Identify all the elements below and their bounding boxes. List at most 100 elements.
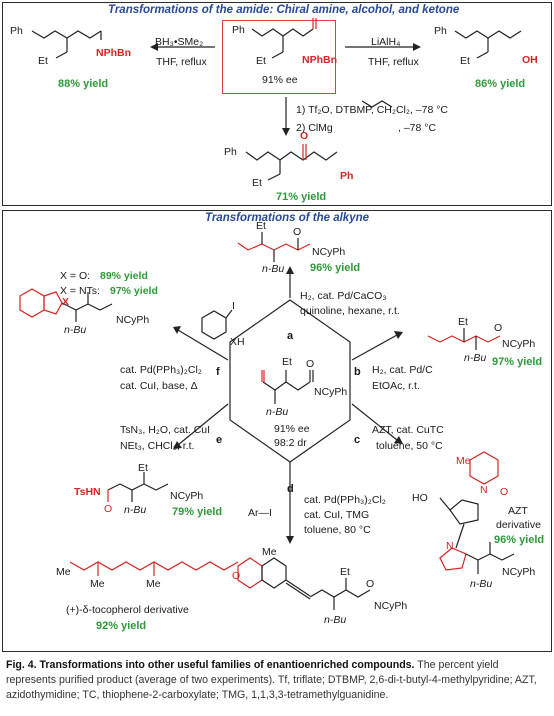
route-f-line-1a: X = O: xyxy=(60,270,91,282)
et-label-amide: Et xyxy=(256,55,266,67)
et-label-ketone: Et xyxy=(252,177,262,189)
route-d-reagent-3: toluene, 80 °C xyxy=(304,524,371,536)
toco-me-2: Me xyxy=(90,578,105,590)
route-d-reagent-1: cat. Pd(PPh₃)₂Cl₂ xyxy=(304,494,386,506)
ph-label-amide: Ph xyxy=(232,24,245,36)
ketone-reagent-1: 1) Tf₂O, DTBMP, CH₂Cl₂, –78 °C xyxy=(296,104,448,116)
route-f-i: I xyxy=(232,300,235,312)
center-ncyph-label: NCyPh xyxy=(314,386,348,398)
alcohol-yield: 86% yield xyxy=(475,78,526,90)
amide-ee: 91% ee xyxy=(262,74,298,86)
center-o-label: O xyxy=(306,358,315,370)
center-dr: 98:2 dr xyxy=(274,437,307,449)
route-f-reagent-1: cat. Pd(PPh₃)₂Cl₂ xyxy=(120,364,202,376)
amide-transformations-panel xyxy=(2,2,552,206)
amine-reagent-2: THF, reflux xyxy=(156,56,207,68)
alcohol-reagent-2: THF, reflux xyxy=(368,56,419,68)
ph-label-ketone: Ph xyxy=(224,146,237,158)
toco-me-1: Me xyxy=(56,566,71,578)
route-c-yield: 96% yield xyxy=(494,534,545,546)
center-nbu-label: n-Bu xyxy=(266,406,289,418)
alkyne-transformations-panel xyxy=(2,210,552,652)
azt-me-label: Me xyxy=(456,455,471,467)
azt-product-2: derivative xyxy=(496,519,541,531)
et-label-alcohol: Et xyxy=(460,55,470,67)
route-f-reagent-2: cat. CuI, base, Δ xyxy=(120,380,198,392)
route-e-ncyph: NCyPh xyxy=(170,490,204,502)
route-d-o: O xyxy=(366,578,375,590)
route-f-xh: XH xyxy=(230,336,245,348)
route-f-nbu: n-Bu xyxy=(64,324,87,336)
amine-nphbn-label: NPhBn xyxy=(96,47,131,59)
route-c-nbu: n-Bu xyxy=(470,578,493,590)
route-a-o: O xyxy=(293,226,302,238)
alkyne-section-title: Transformations of the alkyne xyxy=(205,212,370,224)
alcohol-reagent-1: LiAlH₄ xyxy=(371,36,401,48)
alcohol-oh-label: OH xyxy=(522,54,538,66)
ketone-ph-label: Ph xyxy=(340,170,354,182)
route-b-o: O xyxy=(494,322,503,334)
route-a-reagent-1: H₂, cat. Pd/CaCO₃ xyxy=(300,290,387,302)
route-d-label: d xyxy=(287,483,294,495)
figure-caption: Fig. 4. Transformations into other usefu… xyxy=(6,658,550,703)
ph-label-alcohol: Ph xyxy=(434,25,447,37)
route-e-yield: 79% yield xyxy=(172,506,223,518)
route-d-reagent-2: cat. CuI, TMG xyxy=(304,509,370,521)
center-et-label: Et xyxy=(282,356,292,368)
caption-title: Fig. 4. Transformations into other usefu… xyxy=(6,659,415,671)
route-b-et: Et xyxy=(458,316,468,328)
route-c-ncyph: NCyPh xyxy=(502,566,536,578)
amine-reagent-1: BH₃•SMe₂ xyxy=(155,36,204,48)
route-a-yield: 96% yield xyxy=(310,262,361,274)
route-b-reagent-1: H₂, cat. Pd/C xyxy=(372,364,433,376)
route-a-nbu: n-Bu xyxy=(262,263,285,275)
route-a-reagent-2: quinoline, hexane, r.t. xyxy=(300,305,400,317)
route-b-nbu: n-Bu xyxy=(464,352,487,364)
benzofuran-x-label: X xyxy=(62,296,70,308)
caption-body: The percent yield represents purified pr… xyxy=(6,659,537,701)
route-a-et: Et xyxy=(256,220,266,232)
route-a-ncyph: NCyPh xyxy=(312,246,346,258)
ph-label-amine: Ph xyxy=(10,25,23,37)
ketone-reagent-3: , –78 °C xyxy=(398,122,437,134)
route-f-yield-nts: 97% yield xyxy=(110,285,158,297)
et-label-amine: Et xyxy=(38,55,48,67)
route-b-ncyph: NCyPh xyxy=(502,338,536,350)
ketone-carbonyl-o: O xyxy=(300,130,309,142)
azt-product-1: AZT xyxy=(508,505,528,517)
amine-yield: 88% yield xyxy=(58,78,109,90)
toco-me-4: Me xyxy=(262,546,277,558)
route-e-reagent-1: TsN₃, H₂O, cat. CuI xyxy=(120,424,211,436)
route-d-ncyph: NCyPh xyxy=(374,600,408,612)
route-e-nbu: n-Bu xyxy=(124,504,147,516)
center-ee: 91% ee xyxy=(274,423,310,435)
route-d-et: Et xyxy=(340,566,350,578)
triazole-n-label: N xyxy=(446,540,454,552)
toco-o-label: O xyxy=(232,570,241,582)
azt-n-label: N xyxy=(480,484,488,496)
route-f-label: f xyxy=(216,366,220,378)
route-c-reagent-2: toluene, 50 °C xyxy=(376,440,443,452)
toco-me-3: Me xyxy=(146,578,161,590)
route-b-reagent-2: EtOAc, r.t. xyxy=(372,380,420,392)
route-e-label: e xyxy=(216,434,223,446)
amide-nphbn-label: NPhBn xyxy=(302,54,337,66)
route-b-yield: 97% yield xyxy=(492,356,543,368)
route-f-line-2a: X = NTs: xyxy=(60,285,100,297)
starting-amide-box xyxy=(222,20,336,94)
route-e-o: O xyxy=(104,503,113,515)
toco-product-label: (+)-δ-tocopherol derivative xyxy=(66,604,189,616)
route-e-tshn: TsHN xyxy=(74,486,101,498)
ketone-reagent-2: 2) ClMg xyxy=(296,122,333,134)
route-c-label: c xyxy=(354,434,361,446)
route-b-label: b xyxy=(354,366,361,378)
route-e-et: Et xyxy=(138,462,148,474)
route-c-reagent-1: AZT, cat. CuTC xyxy=(372,424,444,436)
azt-o-label: O xyxy=(500,486,509,498)
amide-section-title: Transformations of the amide: Chiral ami… xyxy=(108,4,460,16)
ketone-yield: 71% yield xyxy=(276,191,327,203)
route-a-label: a xyxy=(287,330,294,342)
route-f-ncyph: NCyPh xyxy=(116,314,150,326)
route-d-nbu: n-Bu xyxy=(324,614,347,626)
